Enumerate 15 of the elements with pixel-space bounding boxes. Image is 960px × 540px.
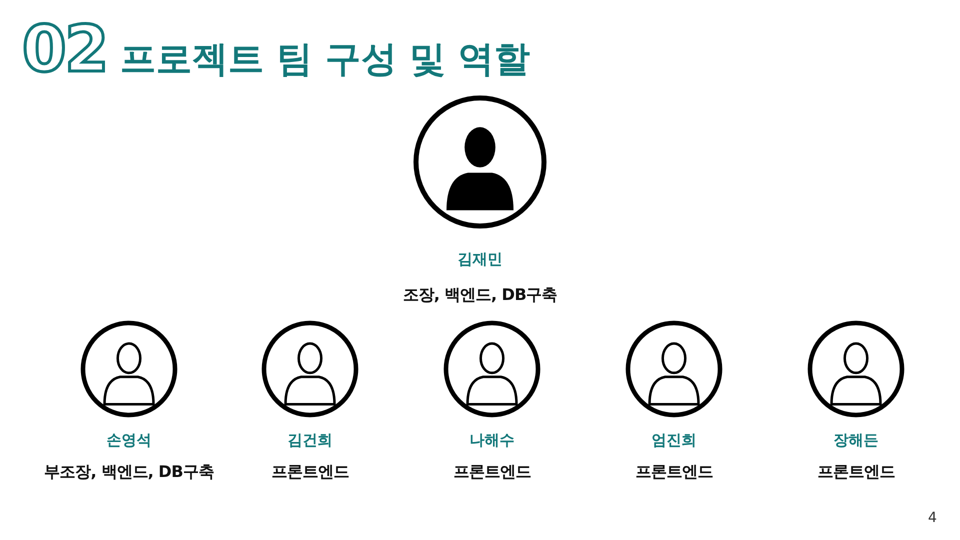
member-role: 프론트엔드	[453, 462, 531, 483]
section-number: 02	[22, 18, 108, 82]
slide-title: 프로젝트 팀 구성 및 역할	[120, 40, 530, 80]
member-role: 프론트엔드	[271, 462, 349, 483]
page-number: 4	[928, 510, 937, 526]
member-role: 프론트엔드	[635, 462, 713, 483]
member-name: 나해수	[470, 431, 514, 450]
member-role: 프론트엔드	[817, 462, 895, 483]
member-name: 김건희	[288, 431, 332, 450]
member-name: 엄진희	[652, 431, 696, 450]
member-name: 김재민	[458, 250, 502, 269]
member-role: 부조장, 백엔드, DB구축	[44, 462, 214, 483]
member-name: 손영석	[106, 431, 152, 450]
member-name: 장해든	[834, 431, 878, 450]
member-role: 조장, 백엔드, DB구축	[402, 285, 558, 306]
